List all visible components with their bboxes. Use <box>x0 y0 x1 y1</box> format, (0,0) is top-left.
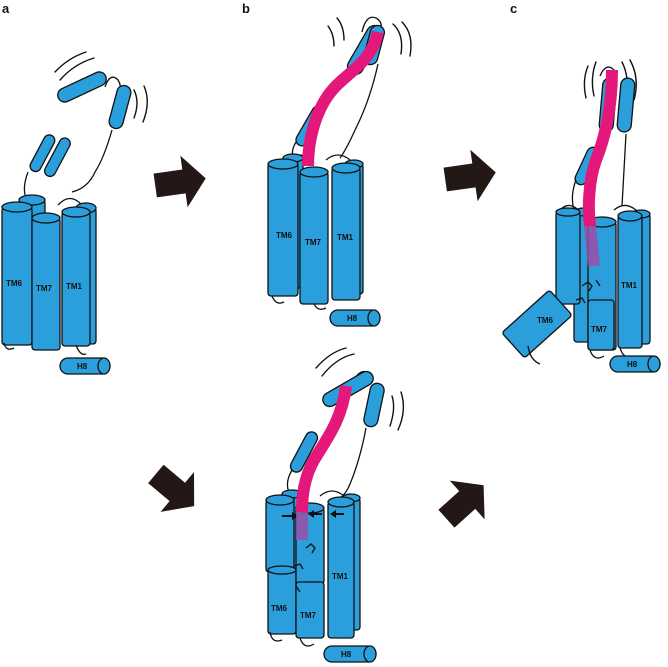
panel-b-h8: H8 <box>329 309 381 327</box>
panel-b-motion-lines <box>327 17 412 57</box>
panel-d-motion-lines <box>315 347 405 431</box>
panel-c-peptide-buried <box>584 225 600 267</box>
panel-d-tm6-label: TM6 <box>271 604 288 613</box>
panel-c-h8: H8 <box>609 355 661 373</box>
flow-arrow-icon <box>153 155 206 208</box>
panel-d-receptor: TM6 TM7 TM1 H8 <box>265 347 405 663</box>
panel-a-tm7-label: TM7 <box>36 284 53 293</box>
panel-a-tm6-label: TM6 <box>6 279 23 288</box>
panel-a-receptor: TM6 TM7 TM1 H8 <box>1 51 148 375</box>
panel-b-tm6-label: TM6 <box>276 231 293 240</box>
panel-d-h8: H8 <box>323 645 377 663</box>
panel-d-tm1-label: TM1 <box>332 572 349 581</box>
panel-c-receptor: TM6 TM7 TM1 H8 <box>502 59 661 373</box>
panel-d-transmembrane-bundle: TM6 TM7 TM1 <box>265 489 361 647</box>
panel-a-tm1-label: TM1 <box>66 282 83 291</box>
panel-d-extracellular-domain <box>286 370 385 499</box>
panel-a-transmembrane-bundle: TM6 TM7 TM1 <box>1 194 97 355</box>
panel-c-h8-label: H8 <box>627 360 638 369</box>
panel-c-transmembrane-bundle: TM6 TM7 TM1 <box>502 204 651 365</box>
panel-b-tm7-label: TM7 <box>305 238 322 247</box>
panel-c-peptide <box>582 69 618 227</box>
flow-arrow-icon <box>443 149 496 202</box>
panel-c-sidechains <box>575 279 601 304</box>
panel-a-motion-lines <box>54 51 148 123</box>
panel-b-peptide <box>302 30 384 167</box>
panel-d-peptide <box>296 385 352 513</box>
panel-d-tm7-label: TM7 <box>300 611 317 620</box>
panel-label-b: b <box>242 1 250 16</box>
panel-d-h8-label: H8 <box>341 650 352 659</box>
flow-arrow-icon <box>438 480 485 528</box>
panel-d-sidechains <box>293 543 316 593</box>
panel-b-receptor: TM6 TM7 TM1 H8 <box>267 16 412 327</box>
panel-c-tm7-label: TM7 <box>591 325 608 334</box>
flow-arrow-icon <box>148 464 195 512</box>
panel-c-tm1-label: TM1 <box>621 281 638 290</box>
panel-a-h8-label: H8 <box>77 362 88 371</box>
panel-label-a: a <box>2 1 10 16</box>
panel-a-extracellular-domain <box>23 71 132 199</box>
panel-c-tm6-label: TM6 <box>537 316 554 325</box>
panel-b-tm1-label: TM1 <box>337 233 354 242</box>
panel-label-c: c <box>510 1 517 16</box>
panel-b-h8-label: H8 <box>347 314 358 323</box>
panel-a-h8: H8 <box>59 357 111 375</box>
panel-b-transmembrane-bundle: TM6 TM7 TM1 <box>267 153 364 310</box>
